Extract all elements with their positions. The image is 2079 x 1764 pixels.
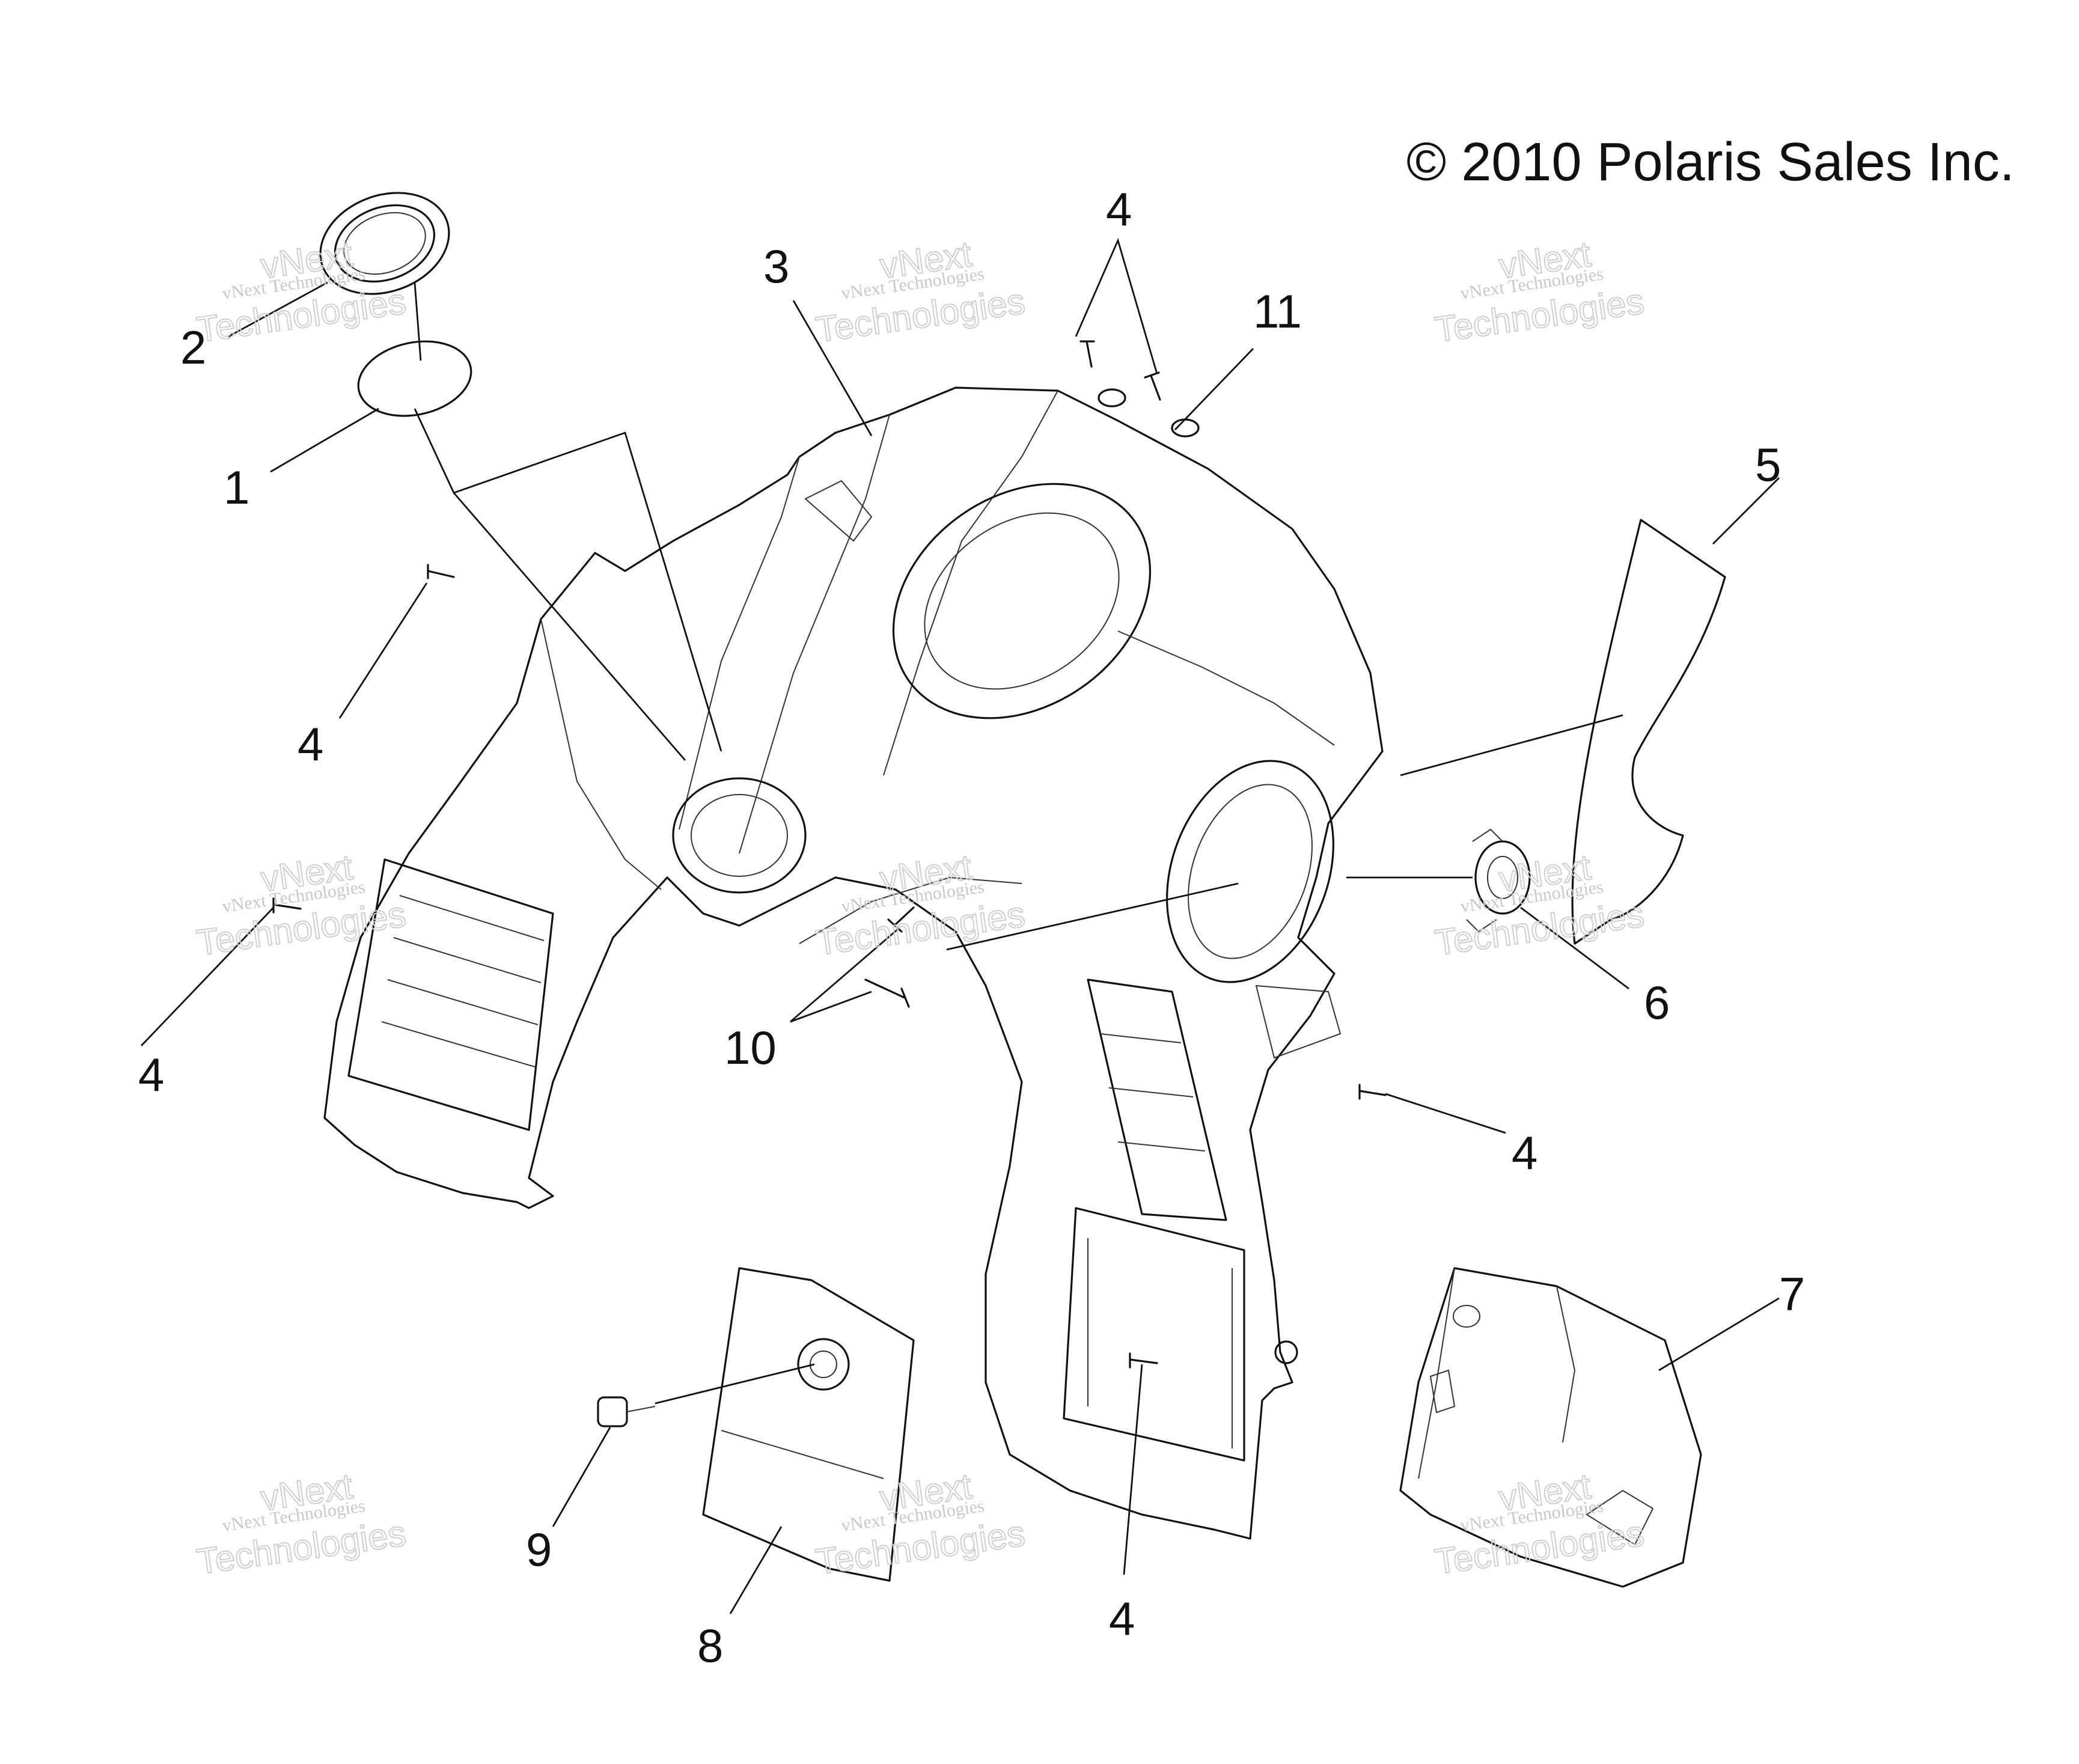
callout-6: 6 bbox=[1644, 976, 1670, 1029]
copyright-notice: © 2010 Polaris Sales Inc. bbox=[1406, 132, 2015, 192]
leader-lines bbox=[140, 237, 1780, 1614]
part-2-filler-ring bbox=[319, 192, 450, 295]
callout-10: 10 bbox=[724, 1021, 777, 1074]
callout-4-right: 4 bbox=[1512, 1126, 1537, 1179]
callout-7: 7 bbox=[1779, 1268, 1805, 1320]
callout-4-bottom: 4 bbox=[1109, 1592, 1135, 1645]
part-9-push-clip bbox=[597, 1396, 656, 1427]
callout-9: 9 bbox=[526, 1523, 552, 1576]
part-10-rivets bbox=[864, 906, 915, 1008]
part-8-cover-plate bbox=[702, 1267, 915, 1582]
callout-3: 3 bbox=[763, 240, 789, 293]
part-7-storage-box bbox=[1399, 1267, 1702, 1588]
callout-labels: 2 1 3 4 11 5 4 4 6 10 4 7 9 8 4 bbox=[138, 183, 1805, 1672]
callout-1: 1 bbox=[224, 461, 249, 514]
part-3-front-pod bbox=[323, 386, 1384, 1540]
callout-4-top: 4 bbox=[1106, 183, 1132, 236]
callout-5: 5 bbox=[1755, 438, 1781, 491]
callout-4-left-lower: 4 bbox=[138, 1048, 164, 1101]
callout-11: 11 bbox=[1253, 285, 1302, 338]
part-5-decal bbox=[1571, 519, 1726, 945]
part-1-o-ring bbox=[357, 340, 472, 417]
part-6-grommet bbox=[1466, 828, 1531, 933]
callout-2: 2 bbox=[180, 321, 206, 374]
callout-4-left-upper: 4 bbox=[298, 718, 323, 771]
callout-8: 8 bbox=[697, 1619, 723, 1672]
